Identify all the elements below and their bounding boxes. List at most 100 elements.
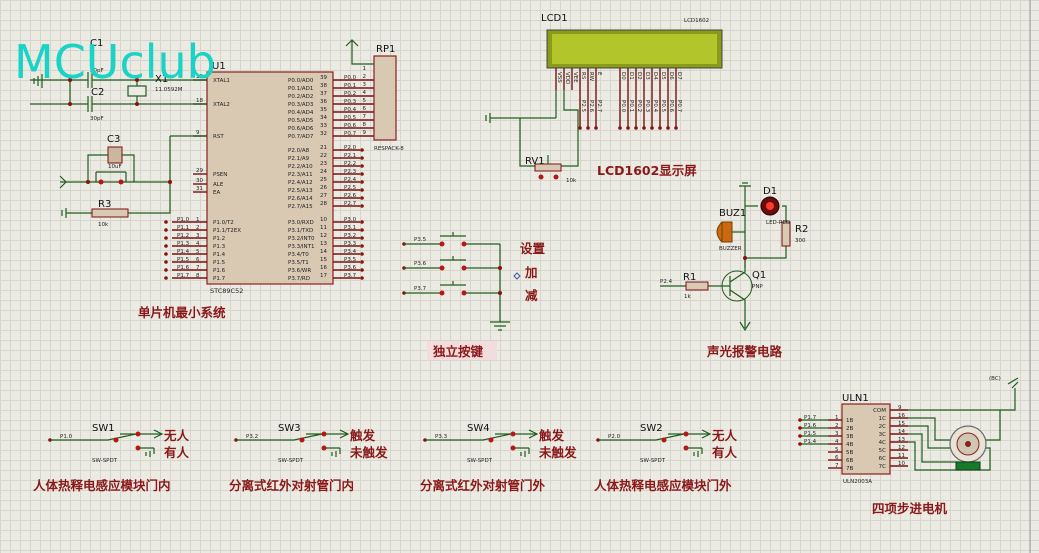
uln-pin-number: 7	[835, 463, 839, 469]
c3-ref: C3	[107, 134, 120, 145]
uln-pin-number: 11	[898, 453, 905, 459]
net-label: P3.5	[344, 257, 357, 263]
net-label: P0.6	[344, 123, 357, 129]
net-label: P2.4	[344, 177, 357, 183]
mcu-pin-number: 32	[320, 131, 327, 137]
switch-caption: 人体热释电感应模块门内	[33, 478, 171, 493]
c3-value: 10uF	[108, 164, 122, 170]
net-label: P1.5	[177, 257, 190, 263]
r3-value: 10k	[98, 222, 109, 228]
switch-ref: SW1	[92, 423, 115, 434]
uln-pin-name: 1C	[879, 416, 886, 422]
net-label: P1.6	[177, 265, 190, 271]
stepper-motor[interactable]: (BC)	[908, 376, 1019, 471]
rp1-pin-number: 7	[363, 114, 367, 120]
mcu-pin-number: 27	[320, 193, 327, 199]
uln-pin-name: 1B	[846, 418, 853, 424]
rp1-pin-number: 6	[363, 106, 367, 112]
c2-ref: C2	[91, 87, 104, 98]
net-label: P2.7	[596, 100, 602, 113]
switch-part: SW-SPDT	[278, 458, 304, 464]
net-label: P3.7	[344, 273, 357, 279]
c1-ref: C1	[90, 38, 103, 49]
net-label: P2.0	[608, 434, 621, 440]
uln-body	[841, 403, 891, 475]
net-label: P0.6	[668, 100, 674, 113]
switch-state-bottom: 未触发	[349, 445, 388, 460]
lcd-pin-name: D1	[628, 72, 634, 80]
rp1-pin-number: 1	[363, 66, 367, 72]
rp1-pin-number: 3	[363, 82, 367, 88]
mcu-pin-name: P2.4/A12	[288, 180, 313, 186]
net-label: P0.0	[620, 100, 626, 113]
mcu-pin-name: ALE	[213, 182, 224, 188]
mcu-pin-name: P0.1/AD1	[288, 86, 313, 92]
net-label: P1.7	[804, 415, 817, 421]
net-label: P0.1	[344, 83, 356, 89]
buz1-part: BUZZER	[719, 246, 742, 252]
mcu-pin-number: 36	[320, 99, 327, 105]
lcd-pin-name: D6	[668, 72, 674, 80]
mcu-pin-number: 23	[320, 161, 327, 167]
uln-pin-name: 6B	[846, 458, 853, 464]
mcu-pin-number: 19	[196, 74, 203, 80]
lcd-pin-name: VDD	[564, 72, 570, 84]
label-alarm: 声光报警电路	[706, 344, 783, 359]
uln-ref: ULN1	[842, 393, 869, 404]
net-label: P1.0	[177, 217, 190, 223]
uln-pin-name: 3B	[846, 434, 853, 440]
switch-state-top: 无人	[711, 428, 738, 443]
mcuclub-logo: MCUclub	[14, 35, 216, 89]
mcu-pin-number: 24	[320, 169, 327, 175]
lcd-ref: LCD1	[541, 13, 568, 24]
mcu-pin-number: 1	[196, 217, 200, 223]
rp1-pin-number: 9	[363, 130, 367, 136]
mcu-pin-number: 37	[320, 91, 327, 97]
mcu-pin-name: P1.5	[213, 260, 226, 266]
potentiometer-rv1[interactable]: RV1 10k	[525, 155, 579, 184]
uln-pin-number: 9	[898, 405, 902, 411]
lcd-pin-name: VEE	[572, 72, 578, 83]
mcu-pin-number: 30	[196, 178, 203, 184]
net-label: P3.5	[414, 237, 427, 243]
mcu-pin-number: 25	[320, 177, 327, 183]
mcu-pin-number: 3	[196, 233, 200, 239]
mcu-pin-number: 31	[196, 186, 203, 192]
rp1-pin-number: 5	[363, 98, 367, 104]
mcu-pin-name: P1.0/T2	[213, 220, 234, 226]
net-label: P0.7	[344, 131, 357, 137]
net-label: P0.2	[344, 91, 356, 97]
mcu-pin-number: 11	[320, 225, 327, 231]
net-label: P0.4	[652, 100, 658, 113]
mcu-pin-number: 6	[196, 257, 200, 263]
mcu-pin-number: 9	[196, 130, 200, 136]
net-label: P2.0	[344, 145, 357, 151]
mcu-pin-name: P3.3/INT1	[288, 244, 315, 250]
r1-value: 1k	[684, 294, 691, 300]
mcu-pin-name: P1.4	[213, 252, 226, 258]
mcu-pin-number: 22	[320, 153, 327, 159]
key-buttons[interactable]: P3.5P3.6P3.7	[402, 232, 521, 331]
net-label: P3.3	[344, 241, 357, 247]
lcd-pin-name: RS	[580, 72, 586, 80]
net-label: P0.0	[344, 75, 357, 81]
oscillator-circuit: C1 30pF C2 30pF X1 11.0592M	[30, 38, 207, 122]
net-label: P2.3	[344, 169, 357, 175]
uln-pin-name: 7B	[846, 466, 853, 472]
mcu-u1[interactable]: U1 STC89C52 19XTAL118XTAL29RST29PSEN30AL…	[164, 61, 374, 295]
mcu-pin-number: 16	[320, 265, 327, 271]
lcd-screen	[552, 34, 717, 64]
uln-pin-number: 1	[835, 415, 839, 421]
uln-pin-name: 4C	[879, 440, 886, 446]
